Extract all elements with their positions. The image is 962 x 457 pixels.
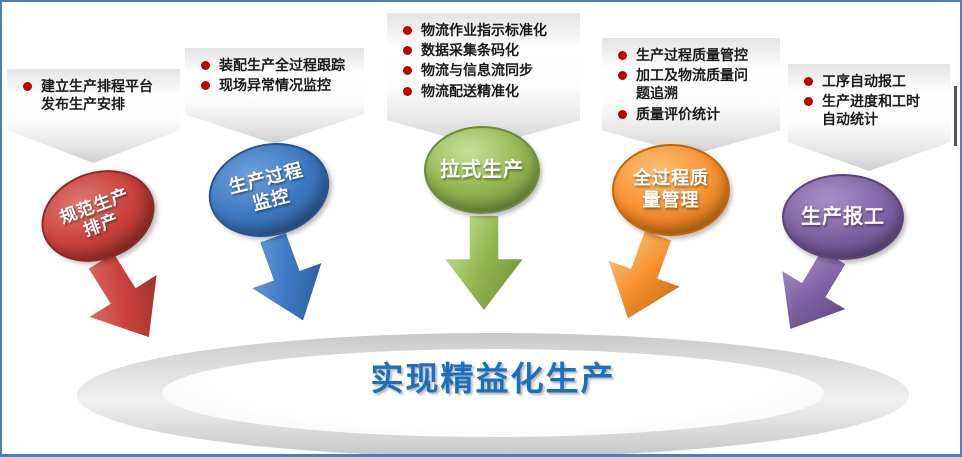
bullet-icon <box>618 51 627 60</box>
bubble-quality-management: 全过程质 量管理 <box>612 144 730 236</box>
callout-pull-production: 物流作业指示标准化 数据采集条码化 物流与信息流同步 物流配送精准化 <box>387 13 580 147</box>
bullet-item: 建立生产排程平台 发布生产安排 <box>23 77 174 113</box>
bubble-label: 全过程质 量管理 <box>633 168 709 210</box>
bullet-icon <box>804 77 813 86</box>
bullet-item: 生产过程质量管控 <box>618 46 774 64</box>
bullet-list: 物流作业指示标准化 数据采集条码化 物流与信息流同步 物流配送精准化 <box>387 13 580 100</box>
bubble-label: 生产过程 监控 <box>226 159 306 215</box>
bullet-list: 生产过程质量管控 加工及物流质量问 题追溯 质量评价统计 <box>602 38 780 123</box>
down-arrow-icon <box>445 216 523 310</box>
bubble-process-monitoring: 生产过程 监控 <box>198 130 340 250</box>
bubble-label: 规范生产 排产 <box>57 184 132 241</box>
bullet-icon <box>804 97 813 107</box>
bullet-list: 装配生产全过程跟踪 现场异常情况监控 <box>185 48 364 94</box>
bullet-icon <box>403 86 412 96</box>
bullet-text: 现场异常情况监控 <box>219 77 331 94</box>
callout-production-scheduling: 建立生产排程平台 发布生产安排 <box>7 69 180 163</box>
bubble-work-reporting: 生产报工 <box>782 174 904 260</box>
bubble-pull-production: 拉式生产 <box>424 126 540 214</box>
bullet-item: 物流与信息流同步 <box>403 61 574 79</box>
bullet-list: 建立生产排程平台 发布生产安排 <box>7 69 180 113</box>
bullet-text: 质量评价统计 <box>636 105 720 122</box>
bullet-icon <box>201 81 210 91</box>
bullet-text: 物流作业指示标准化 <box>421 22 547 38</box>
bullet-item: 质量评价统计 <box>618 105 774 123</box>
bullet-item: 现场异常情况监控 <box>201 76 358 94</box>
bullet-icon <box>403 66 412 76</box>
bullet-item: 装配生产全过程跟踪 <box>201 56 358 74</box>
callout-work-reporting: 工序自动报工 生产进度和工时 自动统计 <box>788 64 950 171</box>
bullet-text: 物流与信息流同步 <box>421 62 533 79</box>
bullet-item: 工序自动报工 <box>804 72 944 90</box>
callout-quality-management: 生产过程质量管控 加工及物流质量问 题追溯 质量评价统计 <box>602 38 780 155</box>
bullet-item: 物流作业指示标准化 <box>403 21 574 39</box>
callout-process-monitoring: 装配生产全过程跟踪 现场异常情况监控 <box>185 48 364 144</box>
bullet-text: 物流配送精准化 <box>421 82 519 99</box>
bullet-icon <box>618 71 627 81</box>
bullet-icon <box>23 82 32 91</box>
bullet-item: 生产进度和工时 自动统计 <box>804 92 944 128</box>
platform-ring-inner <box>162 349 824 437</box>
bullet-text: 生产进度和工时 自动统计 <box>822 93 920 128</box>
bullet-list: 工序自动报工 生产进度和工时 自动统计 <box>788 64 950 129</box>
bubble-label: 拉式生产 <box>440 159 524 181</box>
platform-ring <box>77 333 909 454</box>
platform-label: 实现精益化生产 <box>370 360 616 397</box>
bubble-production-scheduling: 规范生产 排产 <box>28 154 168 278</box>
bullet-icon <box>403 46 412 56</box>
bubble-label: 生产报工 <box>801 206 885 228</box>
bullet-icon <box>403 26 412 35</box>
down-arrow-icon <box>235 224 340 334</box>
bullet-text: 加工及物流质量问 题追溯 <box>636 67 748 102</box>
bullet-text: 数据采集条码化 <box>421 42 519 59</box>
bullet-text: 建立生产排程平台 发布生产安排 <box>41 78 153 113</box>
bullet-icon <box>618 109 627 119</box>
bullet-item: 数据采集条码化 <box>403 41 574 59</box>
bullet-text: 生产过程质量管控 <box>636 47 748 63</box>
bullet-text: 装配生产全过程跟踪 <box>219 57 345 73</box>
bullet-text: 工序自动报工 <box>822 73 906 89</box>
bullet-item: 加工及物流质量问 题追溯 <box>618 66 774 102</box>
bullet-icon <box>201 61 210 70</box>
down-arrow-icon <box>589 222 696 333</box>
bullet-item: 物流配送精准化 <box>403 82 574 100</box>
right-edge-bar <box>954 86 957 146</box>
